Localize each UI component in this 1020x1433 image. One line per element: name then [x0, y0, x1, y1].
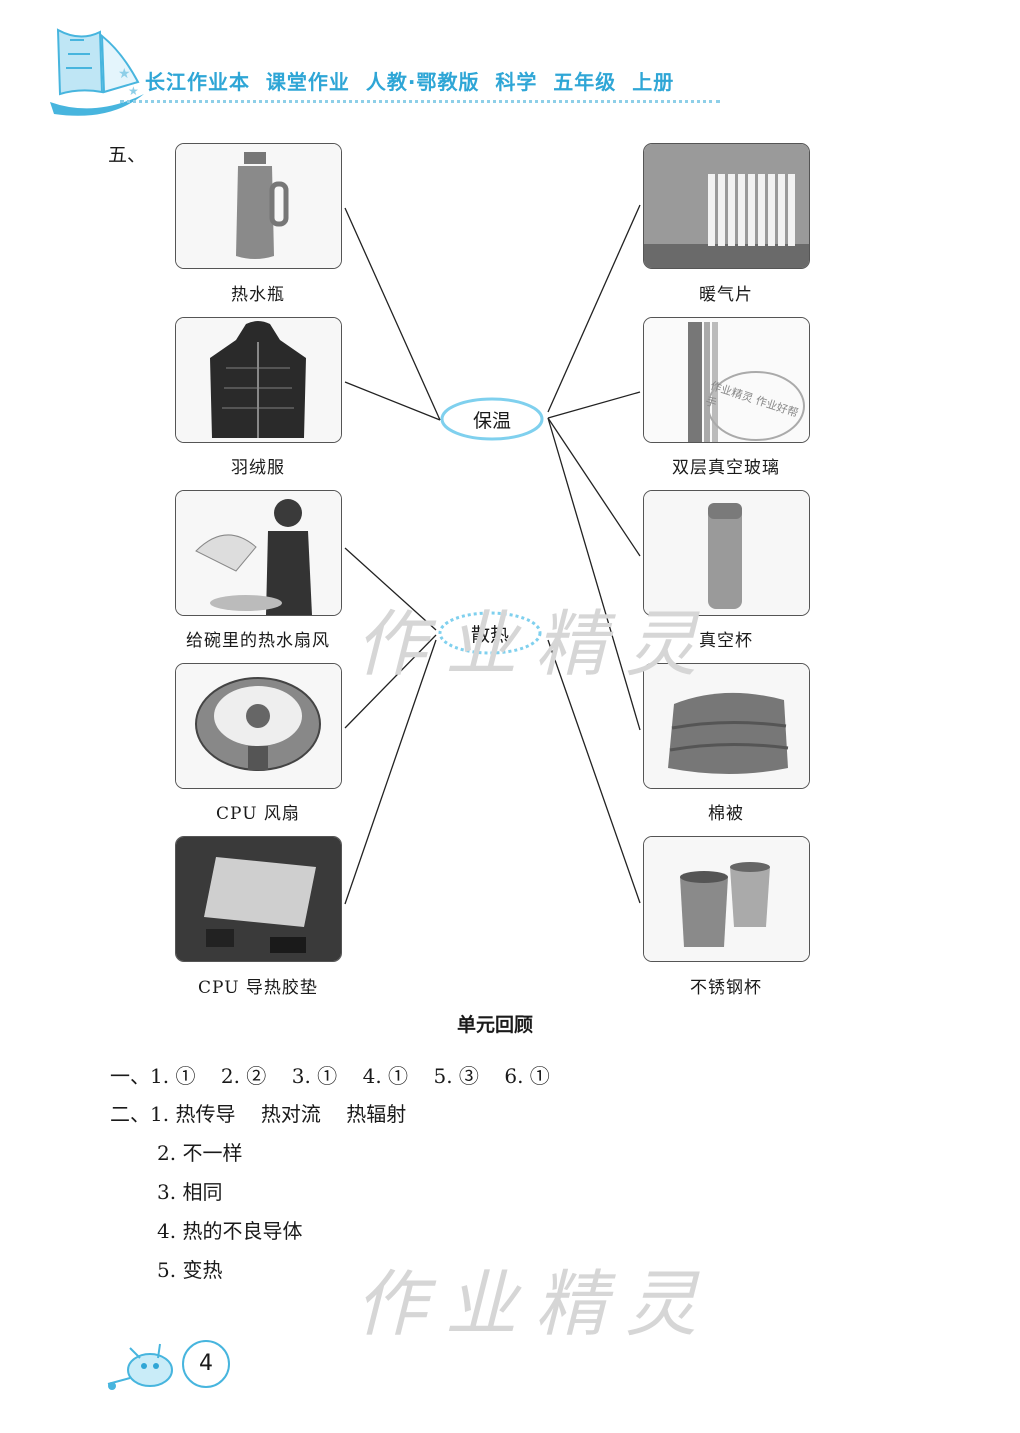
review-title: 单元回顾	[456, 1014, 533, 1036]
oval-dissipate-heat: 散热	[438, 611, 542, 655]
header-divider	[120, 100, 720, 103]
line-cpupad-dissipate	[344, 639, 437, 905]
image-stainless-steel-cups	[643, 836, 810, 962]
matching-lines	[344, 204, 641, 905]
caption-thermos: 热水瓶	[231, 285, 285, 305]
section-label: 五、	[108, 144, 147, 166]
star-icon: ★	[128, 84, 139, 98]
mascot-icon	[107, 1343, 173, 1390]
header-title: 长江作业本 课堂作业 人教·鄂教版 科学 五年级 上册	[145, 70, 675, 94]
line-quilt-keepwarm	[547, 417, 641, 731]
line-glass-keepwarm	[547, 391, 641, 419]
line-cpufan-dissipate	[344, 634, 437, 729]
caption-cpu-fan: CPU 风扇	[216, 804, 300, 824]
answer-line-2: 二、1. 热传导 热对流 热辐射	[110, 1102, 407, 1126]
oval-keep-warm-label: 保温	[472, 410, 511, 432]
caption-vacuum-cup: 真空杯	[699, 631, 753, 651]
image-cpu-fan	[175, 663, 342, 789]
caption-cpu-thermal-pad: CPU 导热胶垫	[198, 978, 318, 998]
line-radiator-dissipate	[547, 204, 641, 413]
caption-double-vacuum-glass: 双层真空玻璃	[672, 458, 780, 478]
page-number: 4	[182, 1340, 230, 1388]
image-radiator	[643, 143, 810, 269]
caption-fanning-hot-water: 给碗里的热水扇风	[186, 631, 330, 651]
oval-keep-warm: 保温	[440, 397, 544, 441]
image-thermos	[175, 143, 342, 269]
image-vacuum-cup	[643, 490, 810, 616]
image-down-jacket	[175, 317, 342, 443]
sailboat-logo-icon	[50, 28, 144, 116]
answer-line-3: 2. 不一样	[157, 1141, 243, 1165]
watermark-text: 作业精灵	[355, 602, 716, 686]
answer-line-4: 3. 相同	[157, 1180, 223, 1204]
line-downjacket-keepwarm	[344, 381, 441, 421]
line-steelcup-dissipate	[547, 639, 641, 904]
image-quilt	[643, 663, 810, 789]
caption-quilt: 棉被	[708, 804, 744, 824]
answer-line-1: 一、1. ① 2. ② 3. ① 4. ① 5. ③ 6. ①	[110, 1064, 550, 1088]
star-icon: ★	[118, 66, 131, 82]
image-double-vacuum-glass	[643, 317, 810, 443]
image-cpu-thermal-pad	[175, 836, 342, 962]
oval-dissipate-heat-label: 散热	[470, 624, 509, 646]
line-fanning-dissipate	[344, 547, 437, 631]
answer-line-5: 4. 热的不良导体	[157, 1219, 303, 1243]
caption-down-jacket: 羽绒服	[231, 458, 285, 478]
image-fanning-hot-water	[175, 490, 342, 616]
answer-line-6: 5. 变热	[157, 1258, 223, 1282]
watermark-text: 作业精灵	[355, 1262, 716, 1346]
line-thermos-keepwarm	[344, 207, 441, 421]
caption-radiator: 暖气片	[699, 285, 753, 305]
line-vacuumcup-keepwarm	[547, 417, 641, 557]
caption-stainless-steel-cups: 不锈钢杯	[690, 978, 762, 998]
